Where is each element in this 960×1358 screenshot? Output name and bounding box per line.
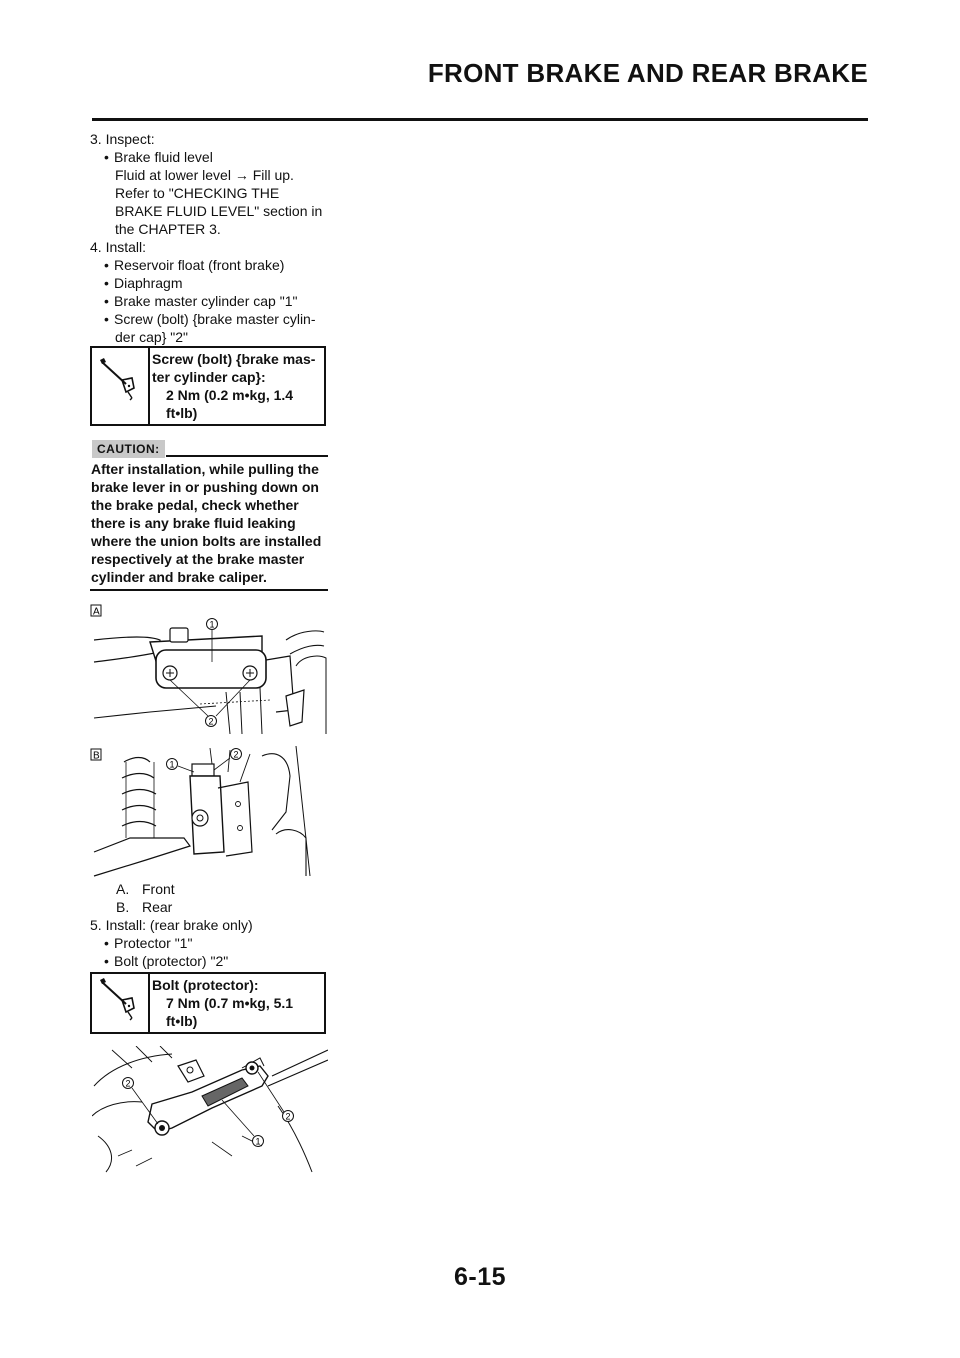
- step-4-bullet: •Reservoir float (front brake): [104, 257, 285, 273]
- torque-spec-value: ft•lb): [166, 405, 198, 421]
- callout-label: 1: [210, 620, 215, 630]
- step-3-line: Fluid at lower level → Fill up.: [115, 167, 294, 183]
- step-5-bullet: •Protector "1": [104, 935, 193, 951]
- torque-wrench-icon: [100, 358, 135, 401]
- torque-spec-box: Bolt (protector): 7 Nm (0.7 m•kg, 5.1 ft…: [90, 972, 326, 1034]
- step-4-bullet: •Diaphragm: [104, 275, 183, 291]
- figure-front-master-cylinder: A 1 2: [90, 604, 327, 735]
- caution-text: After installation, while pulling the br…: [91, 460, 331, 586]
- figure-legend-item: B.Rear: [116, 899, 173, 915]
- step-5-label: 5. Install: (rear brake only): [90, 917, 253, 933]
- torque-spec-text: Screw (bolt) {brake mas- ter cylinder ca…: [152, 350, 322, 422]
- caution-line: After installation, while pulling the: [91, 461, 319, 477]
- torque-icon-cell: [92, 974, 150, 1032]
- page-header-title: FRONT BRAKE AND REAR BRAKE: [427, 58, 868, 88]
- callout-label: 1: [170, 760, 175, 770]
- torque-spec-text: Bolt (protector): 7 Nm (0.7 m•kg, 5.1 ft…: [152, 976, 322, 1030]
- callout-label: 2: [126, 1079, 131, 1089]
- caution-line: there is any brake fluid leaking: [91, 515, 296, 531]
- step-4-label: 4. Install:: [90, 239, 147, 255]
- step-3-line: the CHAPTER 3.: [115, 221, 221, 237]
- figure-legend-item: A.Front: [116, 881, 175, 897]
- step-4-continuation: der cap} "2": [115, 329, 188, 345]
- caution-bottom-rule: [90, 589, 328, 591]
- caution-top-rule: [166, 455, 328, 457]
- callout-label: 2: [234, 750, 239, 760]
- callout-label: 1: [256, 1137, 261, 1147]
- step-3-line: Refer to "CHECKING THE: [115, 185, 280, 201]
- figure-rear-master-cylinder: B 1 2: [90, 745, 311, 877]
- caution-line: the brake pedal, check whether: [91, 497, 299, 513]
- torque-spec-value: 7 Nm (0.7 m•kg, 5.1: [166, 995, 294, 1011]
- header-rule: [92, 118, 868, 121]
- torque-spec-line: Screw (bolt) {brake mas-: [152, 351, 316, 367]
- caution-line: brake lever in or pushing down on: [91, 479, 319, 495]
- figure-rear-protector: 2 2 1: [92, 1046, 328, 1173]
- figure-tag: B: [93, 751, 100, 762]
- caution-line: where the union bolts are installed: [91, 533, 322, 549]
- callout-label: 2: [209, 717, 214, 727]
- figure-tag: A: [93, 607, 100, 618]
- step-4-bullet: •Brake master cylinder cap "1": [104, 293, 298, 309]
- step-5-bullet: •Bolt (protector) "2": [104, 953, 229, 969]
- torque-spec-value: ft•lb): [166, 1013, 198, 1029]
- caution-line: respectively at the brake master: [91, 551, 305, 567]
- caution-line: cylinder and brake caliper.: [91, 569, 267, 585]
- torque-spec-box: Screw (bolt) {brake mas- ter cylinder ca…: [90, 346, 326, 426]
- step-3-label: 3. Inspect:: [90, 131, 155, 147]
- torque-spec-line: ter cylinder cap}:: [152, 369, 266, 385]
- torque-icon-cell: [92, 348, 150, 424]
- step-4-bullet: •Screw (bolt) {brake master cylin-: [104, 311, 316, 327]
- torque-spec-value: 2 Nm (0.2 m•kg, 1.4: [166, 387, 294, 403]
- callout-label: 2: [286, 1112, 291, 1122]
- caution-label: CAUTION:: [92, 440, 165, 458]
- step-3-line: BRAKE FLUID LEVEL" section in: [115, 203, 323, 219]
- figure-tag-box: [90, 748, 102, 761]
- page-number: 6-15: [453, 1263, 507, 1291]
- torque-spec-line: Bolt (protector):: [152, 977, 259, 993]
- figure-tag-box: [90, 604, 102, 617]
- torque-wrench-icon: [100, 978, 135, 1021]
- step-3-bullet: •Brake fluid level: [104, 149, 213, 165]
